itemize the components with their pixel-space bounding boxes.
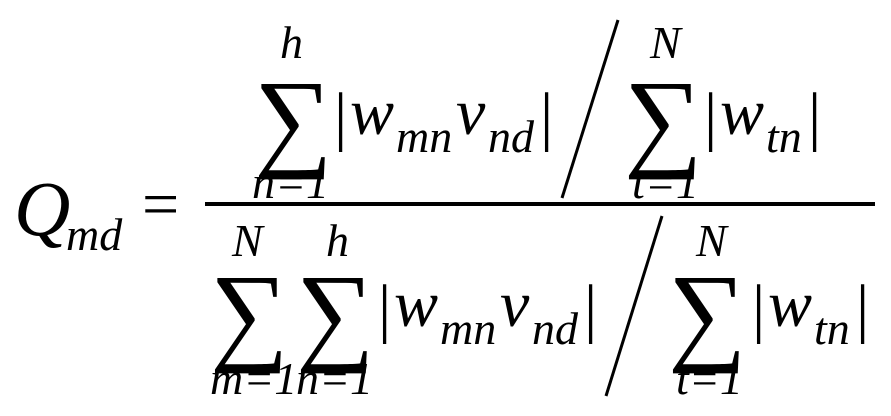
den-abs1-close-bar: | (584, 272, 598, 345)
den-divider-slash (604, 215, 664, 397)
den-abs1-v: v (500, 268, 530, 341)
num-abs1-w-subscript: mn (396, 111, 453, 162)
num-abs2-w-subscript: tn (766, 111, 802, 162)
den-abs2-open-bar: | (752, 272, 766, 345)
num-sum2-upper-limit: N (650, 17, 681, 68)
den-abs1-open-bar: | (378, 272, 392, 345)
num-sum1-sigma-icon: ∑ (254, 58, 333, 180)
num-sum1-lower-limit: n=1 (252, 157, 330, 208)
num-abs1-open-bar: | (334, 80, 348, 153)
main-fraction-bar (205, 202, 875, 206)
den-abs2-w: w (768, 268, 813, 341)
equals-sign: = (142, 168, 180, 241)
lhs-subscript: md (66, 209, 123, 260)
den-abs1-w: w (394, 268, 439, 341)
num-sum2-sigma-icon: ∑ (624, 58, 703, 180)
den-sum3-upper-limit: N (696, 215, 727, 266)
num-abs2-open-bar: | (704, 80, 718, 153)
num-abs2-w: w (720, 76, 765, 149)
num-sum2-lower-limit: t=1 (632, 157, 699, 208)
den-sum2-sigma-icon: ∑ (296, 252, 375, 374)
num-abs1-close-bar: | (540, 80, 554, 153)
num-abs1-w: w (350, 76, 395, 149)
den-sum3-lower-limit: t=1 (676, 353, 743, 404)
num-divider-slash (560, 19, 620, 199)
den-abs2-w-subscript: tn (814, 303, 850, 354)
num-abs1-v: v (456, 76, 486, 149)
den-sum3-sigma-icon: ∑ (668, 252, 747, 374)
num-abs2-close-bar: | (808, 80, 822, 153)
den-sum1-sigma-icon: ∑ (210, 252, 289, 374)
den-abs2-close-bar: | (856, 272, 870, 345)
den-abs1-w-subscript: mn (440, 303, 497, 354)
den-sum1-lower-limit: m=1 (210, 353, 298, 404)
den-sum1-upper-limit: N (232, 215, 263, 266)
den-sum2-lower-limit: n=1 (296, 353, 374, 404)
den-abs1-v-subscript: nd (532, 303, 578, 354)
num-sum1-upper-limit: h (280, 17, 303, 68)
num-abs1-v-subscript: nd (488, 111, 534, 162)
den-sum2-upper-limit: h (326, 215, 349, 266)
lhs-symbol-q: Q (14, 165, 71, 252)
